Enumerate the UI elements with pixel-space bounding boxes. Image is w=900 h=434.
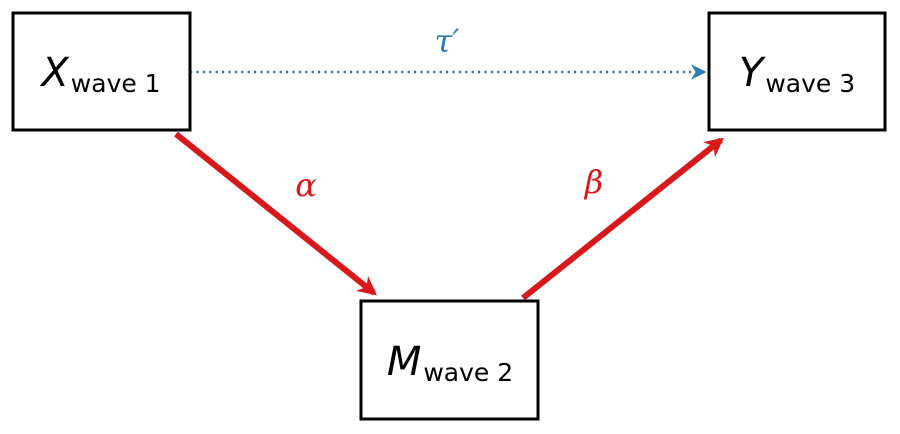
path-b-label: β xyxy=(584,163,604,201)
path-b-arrow xyxy=(521,137,725,301)
node-x-subscript: wave 1 xyxy=(71,69,161,98)
node-x-label: Xwave 1 xyxy=(39,50,160,98)
path-a-label: α xyxy=(295,166,317,204)
node-y-letter: Y xyxy=(739,50,767,96)
node-y: Ywave 3 xyxy=(707,11,887,132)
node-y-subscript: wave 3 xyxy=(765,69,855,98)
node-m-box xyxy=(359,299,540,421)
direct-path-label: τ′ xyxy=(435,22,461,60)
node-x-letter: X xyxy=(39,50,70,96)
node-x-box xyxy=(11,11,192,132)
node-m-label: Mwave 2 xyxy=(387,339,513,387)
node-y-label: Ywave 3 xyxy=(739,50,855,98)
node-y-box xyxy=(707,11,887,132)
node-m-subscript: wave 2 xyxy=(423,358,513,387)
node-x: Xwave 1 xyxy=(11,11,192,132)
node-m: Mwave 2 xyxy=(359,299,540,421)
path-a-arrow xyxy=(174,131,377,296)
node-m-letter: M xyxy=(387,339,422,385)
